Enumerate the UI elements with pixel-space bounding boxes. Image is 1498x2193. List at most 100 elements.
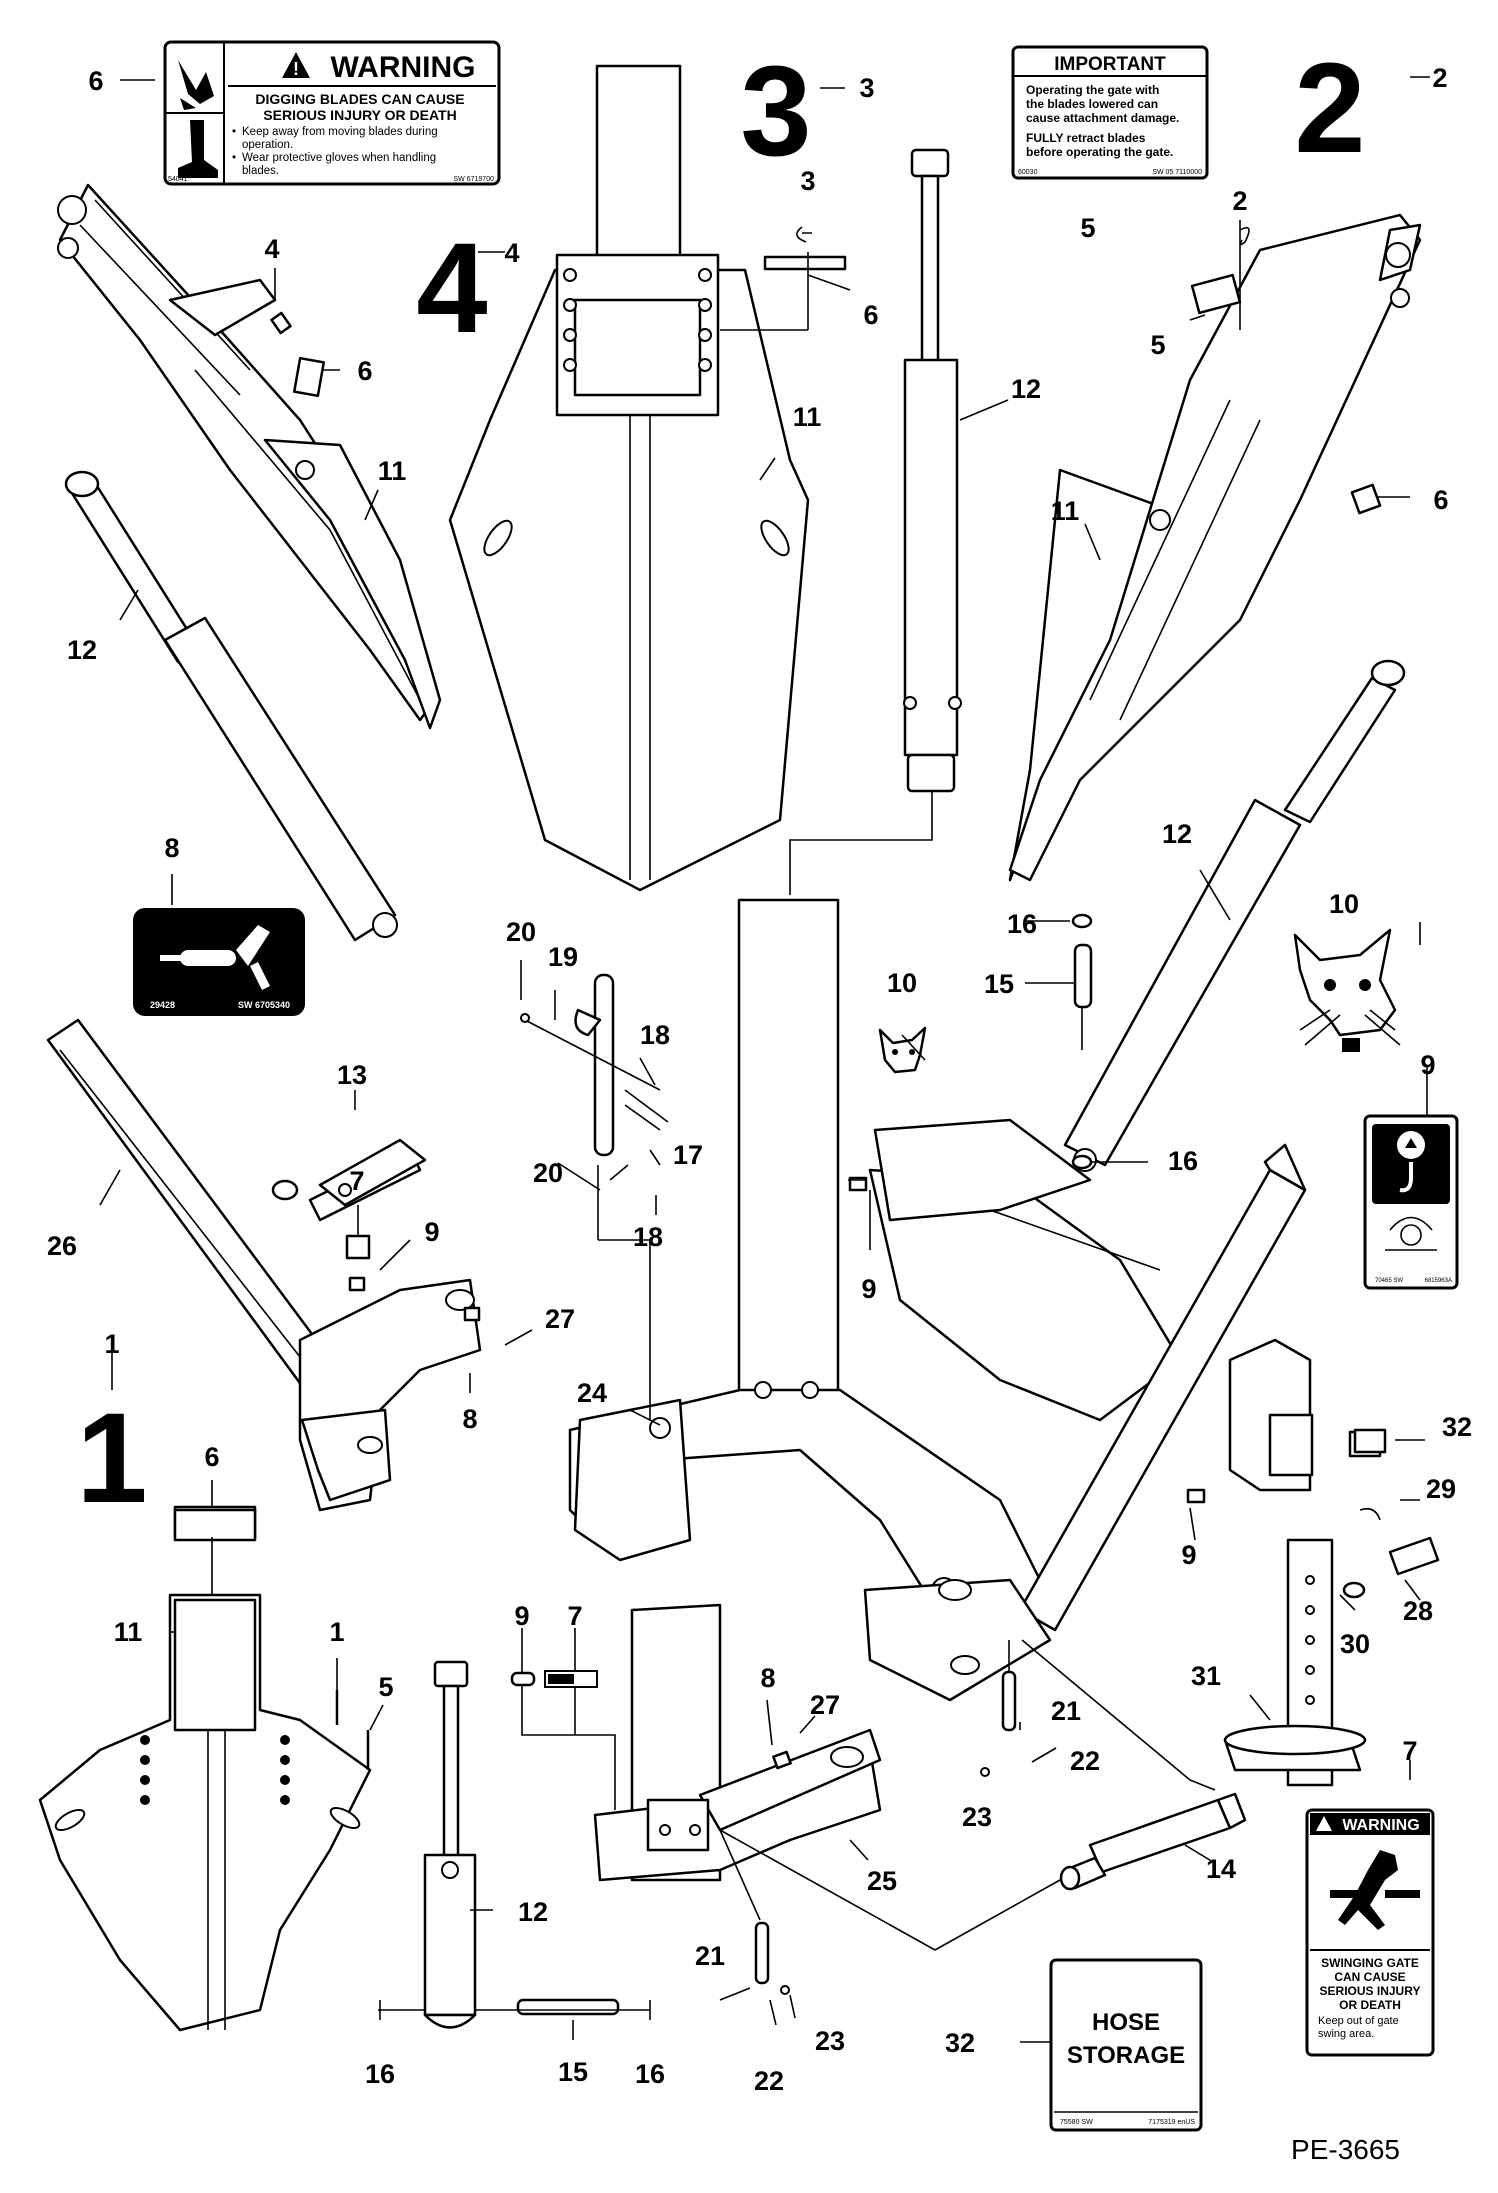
group-2-label: 2 <box>1294 37 1365 180</box>
callout-3: 3 <box>800 166 815 196</box>
warning-gate-decal: WARNING SWINGING GATE CAN CAUSE SERIOUS … <box>1305 1808 1435 2057</box>
left-arm-assembly <box>46 1018 482 1512</box>
callout-12: 12 <box>1162 819 1192 849</box>
left-hydraulic-cylinder <box>64 470 398 942</box>
bobcat-logo-decal <box>1293 928 1401 1052</box>
gate-arm-assembly <box>593 1603 882 1882</box>
callout-labels: 6 3 5 2 4 6 3 6 4 2 5 11 11 12 11 6 12 8… <box>47 63 1472 2096</box>
warning-blades-heading: WARNING <box>331 51 476 84</box>
important-line3: cause attachment damage. <box>1026 111 1179 125</box>
callout-18: 18 <box>640 1020 670 1050</box>
rear-view-assembly <box>38 1505 372 2032</box>
important-decal: IMPORTANT Operating the gate with the bl… <box>1011 45 1209 180</box>
important-heading: IMPORTANT <box>1054 54 1166 75</box>
callout-12: 12 <box>67 635 97 665</box>
group-number-1: 1 <box>76 1387 147 1530</box>
callout-6: 6 <box>204 1442 219 1472</box>
callout-7: 7 <box>567 1601 582 1631</box>
group-number-4: 4 <box>416 217 487 360</box>
lift-hook-icon <box>1385 1216 1437 1251</box>
callout-22: 22 <box>1070 1746 1100 1776</box>
callout-2: 2 <box>1232 186 1247 216</box>
hose-storage-line2: STORAGE <box>1067 2042 1185 2069</box>
callout-10: 10 <box>1329 889 1359 919</box>
callout-24: 24 <box>577 1378 607 1408</box>
important-line5: before operating the gate. <box>1026 145 1173 159</box>
warning-blades-code-left: 54041 <box>168 176 188 183</box>
callout-23: 23 <box>815 2026 845 2056</box>
callout-27: 27 <box>810 1690 840 1720</box>
callout-13: 13 <box>337 1060 367 1090</box>
important-line2: the blades lowered can <box>1026 97 1158 111</box>
callout-4: 4 <box>264 234 279 264</box>
callout-8: 8 <box>760 1663 775 1693</box>
callout-23: 23 <box>962 1802 992 1832</box>
callout-15: 15 <box>984 969 1014 999</box>
callout-6: 6 <box>357 356 372 386</box>
svg-text:!: ! <box>293 59 299 79</box>
hose-storage-code-right: 7175319 enUS <box>1148 2119 1195 2126</box>
callout-25: 25 <box>867 1866 897 1896</box>
grease-decal: 29428 SW 6705340 <box>133 908 305 1016</box>
right-hydraulic-cylinder <box>1063 659 1406 1172</box>
small-decals-bottom <box>510 1670 598 1688</box>
callout-6: 6 <box>88 66 103 96</box>
warning-gate-line5: Keep out of gate <box>1318 2015 1399 2027</box>
center-hydraulic-cylinder <box>903 148 962 793</box>
callout-16: 16 <box>1168 1146 1198 1176</box>
warning-triangle-icon: ! <box>282 52 310 79</box>
callout-11: 11 <box>378 456 407 486</box>
group-number-3: 3 <box>740 40 811 183</box>
grease-code-left: 29428 <box>150 1000 175 1010</box>
callout-4: 4 <box>504 238 519 268</box>
group-3-label: 3 <box>740 40 811 183</box>
callout-9: 9 <box>1181 1540 1196 1570</box>
warning-blades-line2: SERIOUS INJURY OR DEATH <box>263 107 456 123</box>
right-blade-assembly <box>1008 213 1422 882</box>
warning-blades-bullet-marker: • <box>232 126 236 138</box>
warning-blades-bullet2b: blades. <box>242 165 279 177</box>
pin-set-bottom <box>719 1921 790 2001</box>
center-pivot-pin <box>520 973 669 1191</box>
callout-16: 16 <box>635 2059 665 2089</box>
main-frame-assembly <box>568 898 1182 1642</box>
group-number-2: 2 <box>1294 37 1365 180</box>
callout-11: 11 <box>793 402 822 432</box>
callout-5: 5 <box>378 1672 393 1702</box>
grease-code-right: SW 6705340 <box>238 1000 290 1010</box>
warning-blades-bullet1a: Keep away from moving blades during <box>242 126 438 138</box>
gate-crush-hazard-icon <box>1330 1850 1420 1930</box>
warning-blades-bullet2a: Wear protective gloves when handling <box>242 152 436 164</box>
pin-set-upper <box>1071 913 1093 1170</box>
right-diagonal-arm <box>863 1143 1307 1702</box>
lift-code-left: 70465 SW <box>1375 1278 1403 1284</box>
callout-22: 22 <box>754 2066 784 2096</box>
callout-10: 10 <box>887 968 917 998</box>
callout-20: 20 <box>506 917 536 947</box>
warning-blades-bullet-marker-2: • <box>232 152 236 164</box>
warning-blades-code-right: SW 6719700 <box>454 176 495 183</box>
gate-cylinder <box>1059 1792 1247 1891</box>
callout-29: 29 <box>1426 1474 1456 1504</box>
diagram-id: PE-3665 <box>1291 2134 1400 2165</box>
grease-gun-icon <box>160 925 270 990</box>
callout-32: 32 <box>945 2028 975 2058</box>
callout-11: 11 <box>114 1617 143 1647</box>
important-line4: FULLY retract blades <box>1026 131 1146 145</box>
callout-19: 19 <box>548 942 578 972</box>
callout-5: 5 <box>1080 213 1095 243</box>
warning-gate-line2: CAN CAUSE <box>1334 1970 1405 1984</box>
leader-lines <box>99 76 1430 2043</box>
callout-21: 21 <box>695 1941 725 1971</box>
callout-26: 26 <box>47 1231 77 1261</box>
hitch-bracket <box>1228 1338 1382 1492</box>
callout-27: 27 <box>545 1304 575 1334</box>
group-1-label: 1 <box>76 1387 147 1530</box>
group-4-label: 4 <box>416 217 487 360</box>
callout-28: 28 <box>1403 1596 1433 1626</box>
lift-code-right: 6815963A <box>1425 1278 1452 1284</box>
callout-12: 12 <box>1011 374 1041 404</box>
important-code-left: 60030 <box>1018 169 1038 176</box>
callout-3: 3 <box>859 73 874 103</box>
